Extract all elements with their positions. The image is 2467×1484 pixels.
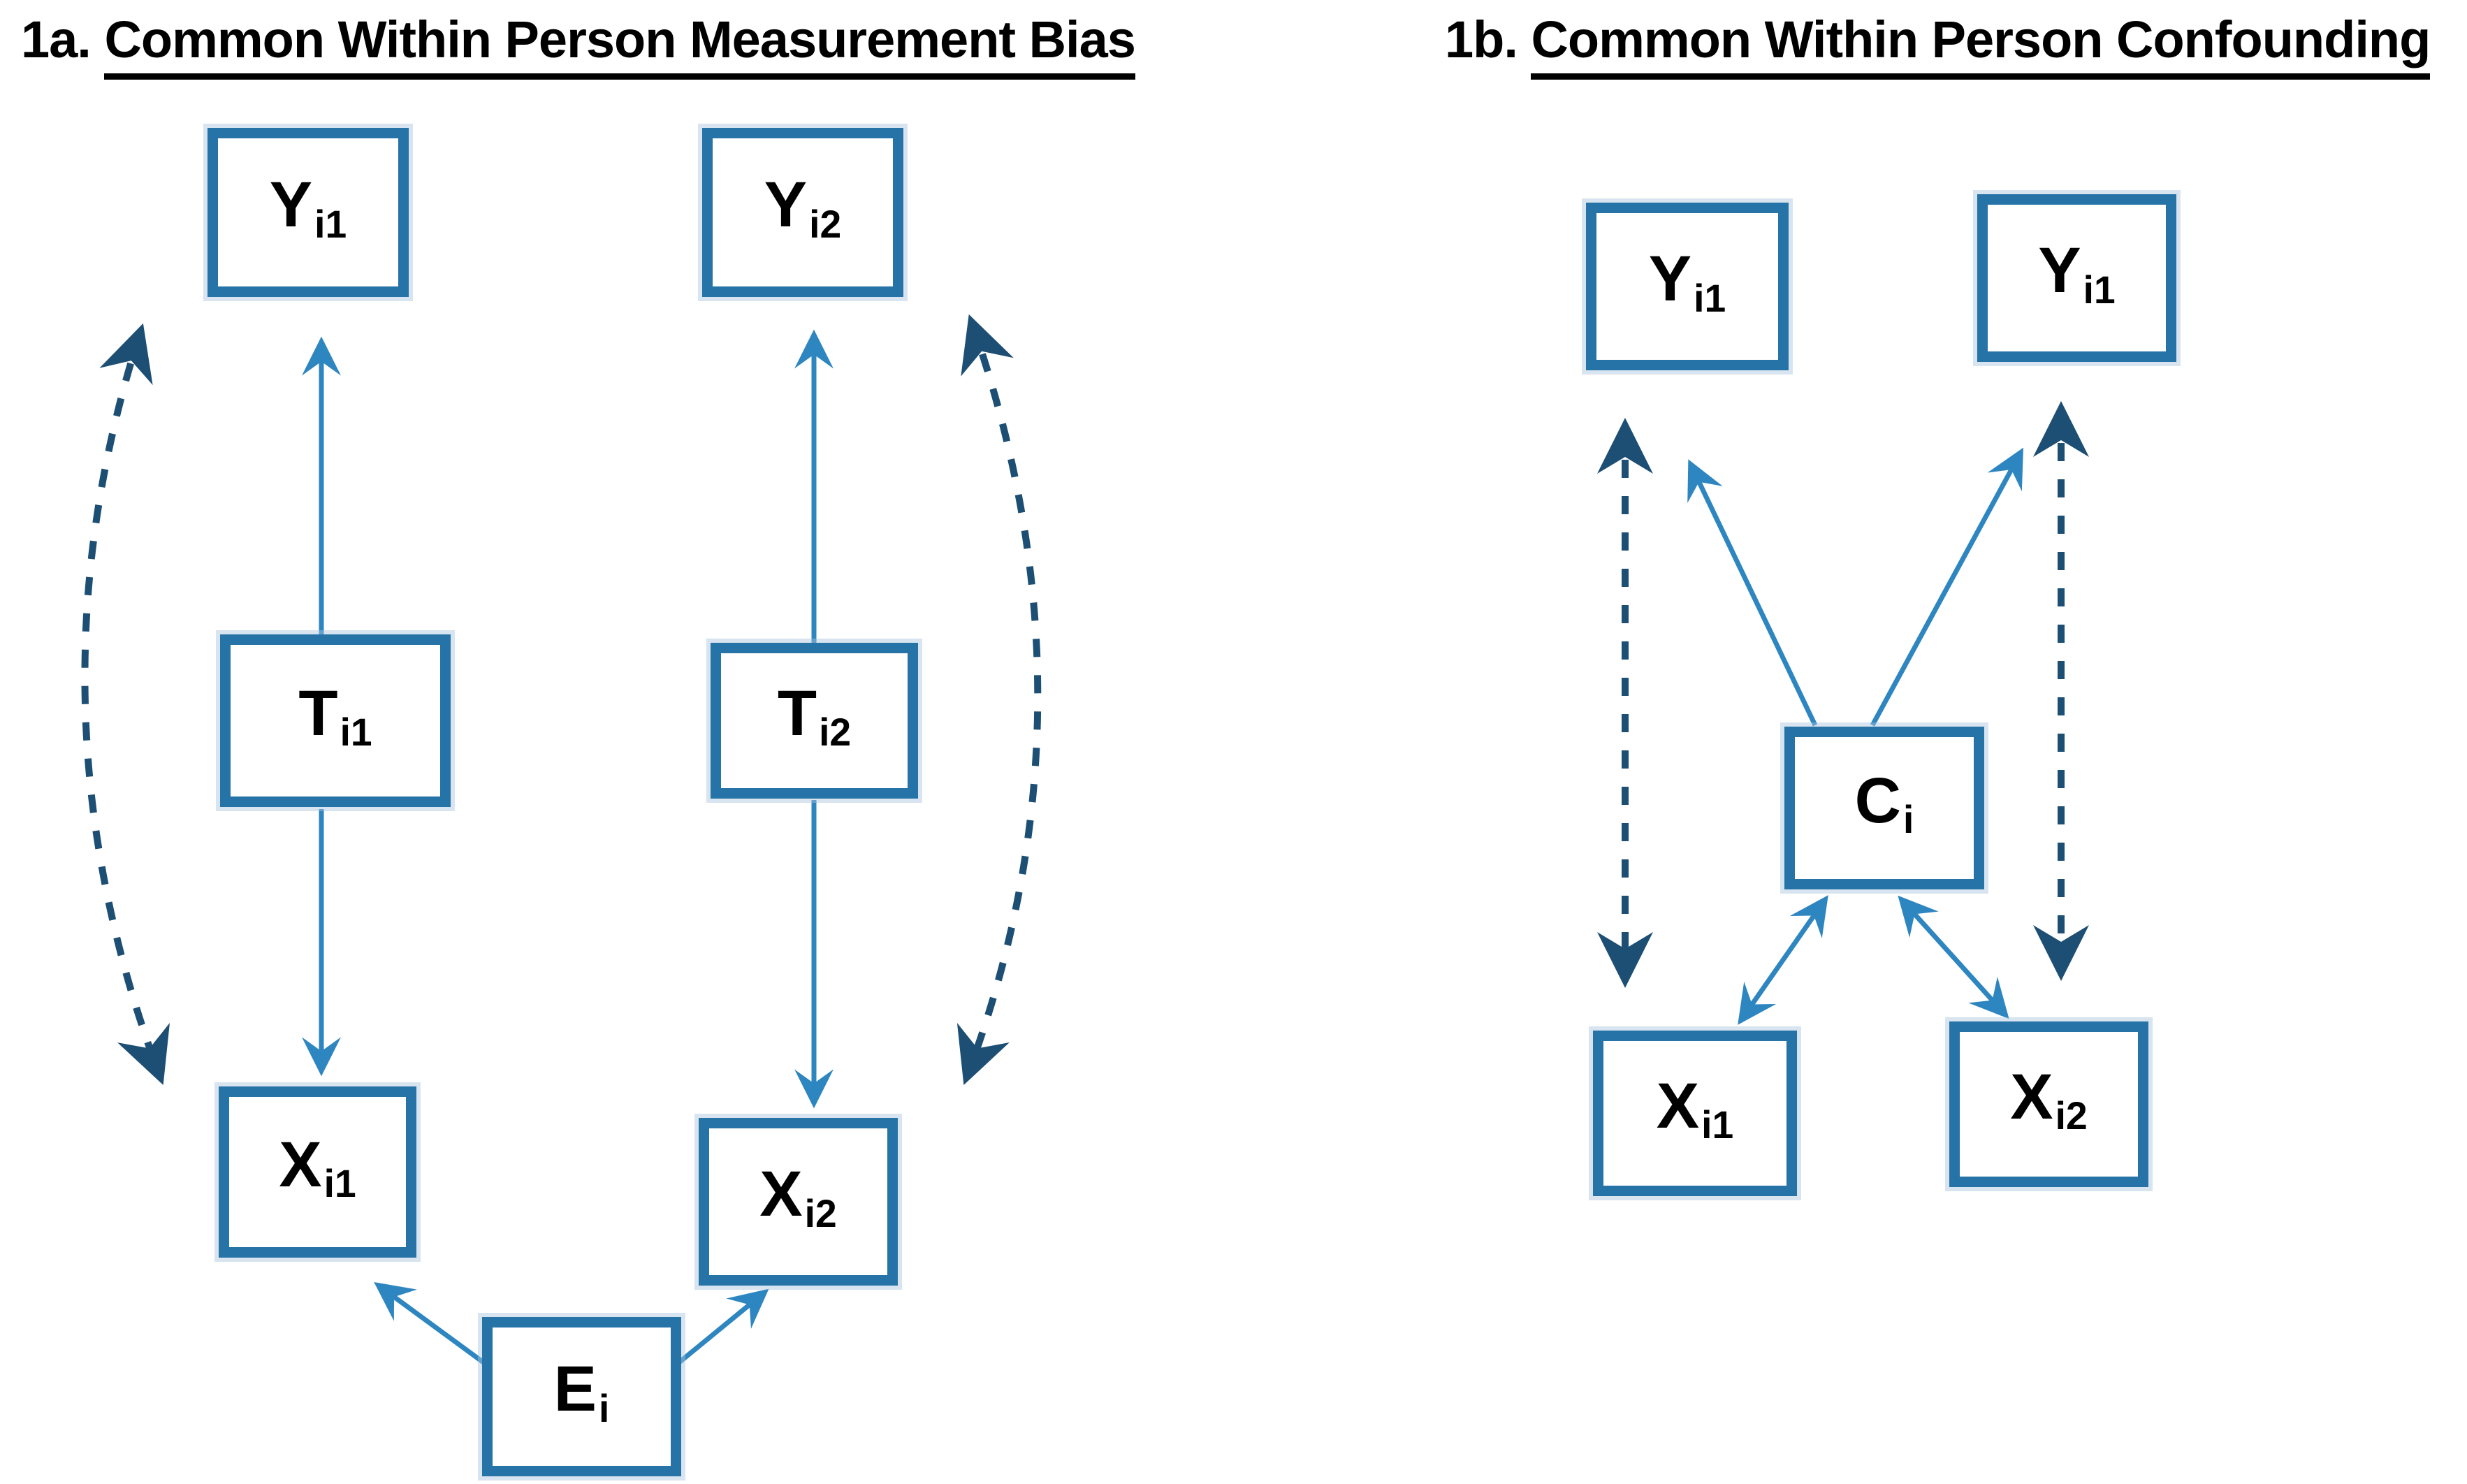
node-e-panel-a: Ei (482, 1317, 681, 1476)
node-y-left-panel-b-label: Yi1 (1648, 243, 1726, 320)
node-y1-panel-a-label: Yi1 (269, 169, 347, 246)
node-t1-panel-a-label: Ti1 (298, 677, 372, 755)
node-y-right-panel-b: Yi1 (1977, 194, 2176, 362)
double-arrow-c-x2 (1898, 895, 2009, 1019)
panel-b-heading-prefix: 1b. (1445, 10, 1531, 68)
node-t2-panel-a-label: Ti2 (777, 677, 852, 755)
node-e-panel-a-label: Ei (553, 1353, 610, 1430)
dashed-arc-y2-x2 (956, 314, 1042, 1085)
node-c-panel-b-label: Ci (1854, 764, 1914, 842)
arrow-e-to-x2 (677, 1288, 769, 1365)
node-t2-panel-a: Ti2 (711, 643, 918, 799)
node-x2-panel-b-label: Xi2 (2010, 1061, 2088, 1138)
node-x2-panel-a-label: Xi2 (759, 1158, 837, 1235)
panel-b-heading: 1b. Common Within Person Confounding (1445, 10, 2431, 80)
arrow-e-to-x1 (374, 1282, 486, 1365)
node-y-right-panel-b-label: Yi1 (2038, 235, 2116, 312)
panel-b-heading-text: Common Within Person Confounding (1531, 10, 2431, 80)
node-x1-panel-b: Xi1 (1593, 1031, 1797, 1196)
node-y2-panel-a-label: Yi2 (764, 169, 842, 246)
panel-a-heading: 1a. Common Within Person Measurement Bia… (21, 10, 1136, 80)
node-y2-panel-a: Yi2 (702, 128, 903, 297)
node-y-left-panel-b: Yi1 (1586, 203, 1789, 370)
node-x1-panel-a-label: Xi1 (279, 1128, 356, 1206)
double-arrow-c-x1 (1738, 895, 1828, 1025)
node-y1-panel-a: Yi1 (208, 128, 409, 297)
node-x2-panel-b: Xi2 (1949, 1021, 2148, 1187)
arrow-c-to-y-right (1870, 447, 2024, 727)
panel-a-heading-text: Common Within Person Measurement Bias (104, 10, 1136, 80)
node-c-panel-b: Ci (1784, 727, 1984, 889)
dashed-arc-y1-x1 (81, 323, 170, 1085)
node-x1-panel-a: Xi1 (219, 1086, 416, 1258)
arrow-c-to-y-left (1687, 459, 1818, 727)
panel-a-heading-prefix: 1a. (21, 10, 105, 68)
node-t1-panel-a: Ti1 (220, 634, 451, 807)
node-x2-panel-a: Xi2 (699, 1118, 898, 1286)
node-x1-panel-b-label: Xi1 (1656, 1070, 1734, 1147)
